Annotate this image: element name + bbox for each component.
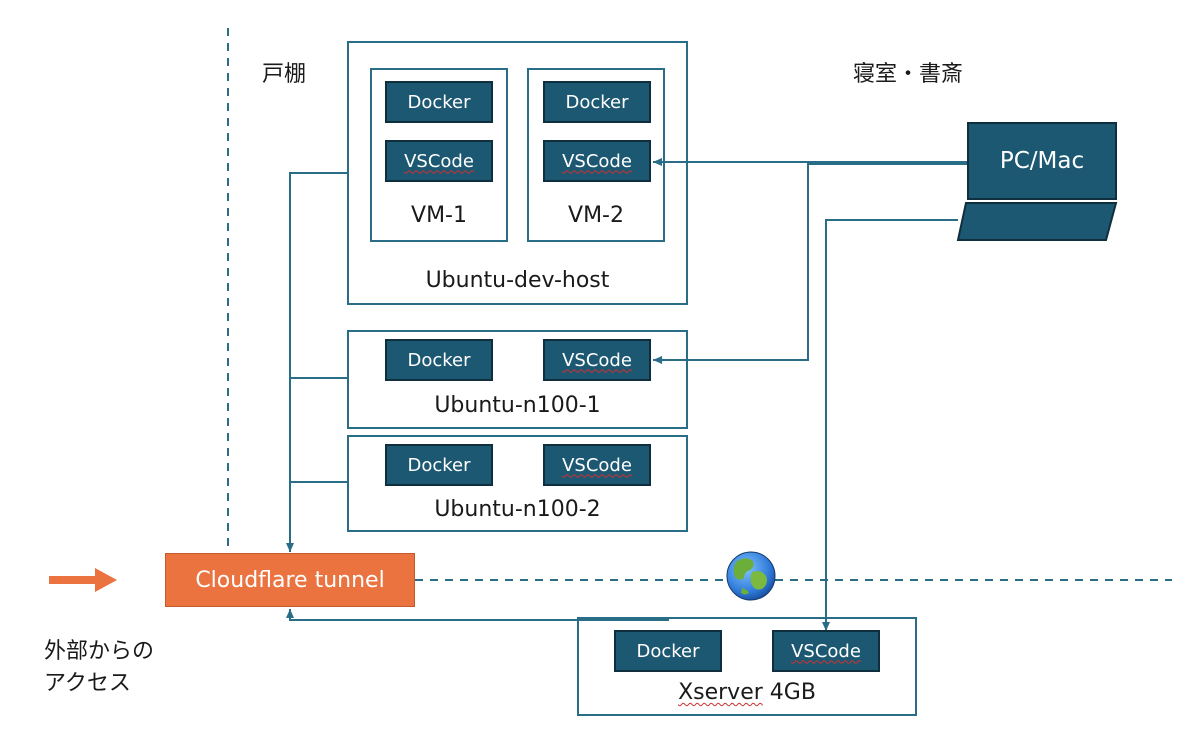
n100-1-docker-box: Docker <box>385 339 493 381</box>
ubuntu-dev-host-label: Ubuntu-dev-host <box>425 268 610 293</box>
line-pc-to-n100-1-vscode <box>653 163 968 364</box>
xserver-label-main: Xserver <box>678 680 763 705</box>
n100-1-label: Ubuntu-n100-1 <box>434 393 601 418</box>
cloudflare-tunnel-box: Cloudflare tunnel <box>165 553 415 607</box>
line-xserver-to-cloudflare <box>286 609 669 621</box>
pc-mac-label: PC/Mac <box>999 148 1085 174</box>
vm1-docker-box: Docker <box>385 81 493 123</box>
area-label-bedroom-study: 寝室・書斎 <box>853 62 964 87</box>
n100-2-vscode-box: VSCode <box>543 444 651 486</box>
n100-2-frame <box>347 435 688 532</box>
external-access-label: 外部からの アクセス <box>44 636 154 700</box>
xserver-docker-box: Docker <box>614 630 722 672</box>
vm2-docker-label: Docker <box>565 91 629 113</box>
vm2-frame <box>527 68 665 242</box>
n100-1-frame <box>347 330 688 429</box>
n100-2-docker-box: Docker <box>385 444 493 486</box>
pc-keyboard <box>956 202 1118 241</box>
xserver-frame <box>577 617 917 716</box>
line-dev-host-to-cloudflare <box>286 172 348 552</box>
globe-icon <box>726 551 776 601</box>
xserver-vscode-label: VSCode <box>791 640 861 662</box>
external-access-line2: アクセス <box>44 671 131 696</box>
vm1-vscode-box: VSCode <box>385 140 493 182</box>
external-access-line1: 外部からの <box>44 639 155 664</box>
vm2-label: VM-2 <box>568 203 624 228</box>
xserver-vscode-box: VSCode <box>772 630 880 672</box>
xserver-docker-label: Docker <box>636 640 700 662</box>
cloudflare-tunnel-label: Cloudflare tunnel <box>195 567 385 593</box>
xserver-label-size: 4GB <box>762 680 816 705</box>
n100-1-docker-label: Docker <box>407 349 471 371</box>
external-arrow-icon <box>49 568 117 592</box>
n100-2-docker-label: Docker <box>407 454 471 476</box>
area-label-cupboard: 戸棚 <box>262 62 307 87</box>
vm1-docker-label: Docker <box>407 91 471 113</box>
n100-1-vscode-box: VSCode <box>543 339 651 381</box>
xserver-label: Xserver 4GB <box>578 680 916 705</box>
vm2-docker-box: Docker <box>543 81 651 123</box>
vm1-frame <box>370 68 508 242</box>
line-pc-to-xserver-vscode <box>822 219 958 631</box>
vm1-vscode-label: VSCode <box>404 150 474 172</box>
n100-2-vscode-label: VSCode <box>562 454 632 476</box>
vm2-vscode-label: VSCode <box>562 150 632 172</box>
vm2-vscode-box: VSCode <box>543 140 651 182</box>
n100-2-label: Ubuntu-n100-2 <box>434 497 601 522</box>
pc-screen <box>967 122 1117 200</box>
vm1-label: VM-1 <box>411 203 467 228</box>
n100-1-vscode-label: VSCode <box>562 349 632 371</box>
